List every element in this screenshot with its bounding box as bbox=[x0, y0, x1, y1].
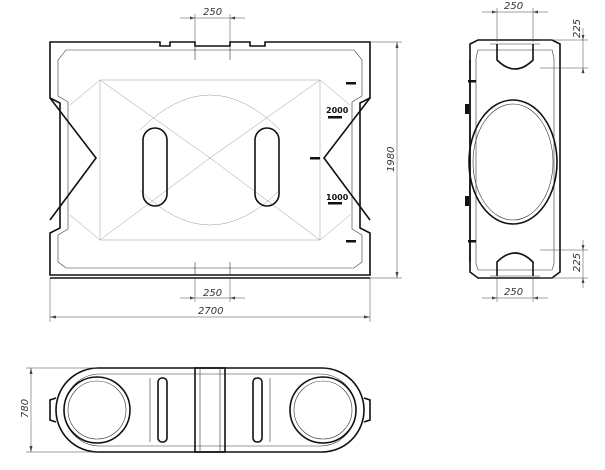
side-mark bbox=[468, 80, 476, 83]
side-top-height-dimension: 225 bbox=[572, 19, 583, 38]
side-view bbox=[465, 39, 561, 279]
left-handle-rib bbox=[157, 377, 168, 443]
side-mark bbox=[465, 104, 469, 114]
level-mark bbox=[328, 116, 342, 119]
left-notch bbox=[49, 97, 98, 221]
front-view-outline bbox=[49, 41, 371, 276]
plan-view-inner-outline bbox=[63, 373, 357, 447]
rib-lines bbox=[69, 79, 351, 241]
side-view-dimensions: 250 225 225 250 bbox=[482, 1, 588, 302]
top-neck-dimension: 250 bbox=[203, 7, 222, 18]
front-view: 2000 1000 bbox=[49, 41, 371, 279]
side-bottom-neck-dimension: 250 bbox=[504, 287, 523, 298]
plan-depth-dimension: 780 bbox=[20, 399, 31, 418]
level-mark bbox=[346, 82, 356, 85]
right-handle-rib bbox=[252, 377, 263, 443]
plan-view-outline bbox=[55, 367, 365, 453]
right-neck-circle bbox=[289, 376, 357, 444]
right-neck-circle-inner bbox=[293, 380, 353, 440]
left-neck-circle-inner bbox=[67, 380, 127, 440]
side-oval-panel-inner bbox=[472, 103, 554, 221]
level-label-upper: 2000 bbox=[326, 106, 349, 115]
side-view-outline bbox=[469, 39, 561, 279]
side-top-neck bbox=[496, 44, 534, 70]
front-view-inner-outline bbox=[57, 49, 363, 269]
side-mark bbox=[468, 240, 476, 243]
right-handle-slot bbox=[254, 127, 280, 207]
side-oval-panel bbox=[468, 99, 558, 225]
side-view-inner-outline bbox=[475, 49, 555, 271]
level-mark bbox=[346, 240, 356, 243]
side-bottom-height-dimension: 225 bbox=[572, 253, 583, 272]
right-notch bbox=[322, 97, 371, 221]
side-bottom-neck bbox=[496, 252, 534, 276]
level-label-lower: 1000 bbox=[326, 193, 349, 202]
front-view-dimensions: 250 250 2700 1980 bbox=[49, 7, 402, 322]
side-mark bbox=[465, 196, 469, 206]
plan-view bbox=[49, 367, 371, 453]
overall-width-dimension: 2700 bbox=[198, 306, 223, 317]
left-handle-slot bbox=[142, 127, 168, 207]
left-neck-circle bbox=[63, 376, 131, 444]
level-mark bbox=[328, 202, 342, 205]
level-mark bbox=[310, 157, 320, 160]
center-band bbox=[194, 367, 226, 453]
plan-view-dimensions: 780 bbox=[20, 367, 98, 453]
bottom-neck-dimension: 250 bbox=[203, 288, 222, 299]
side-top-neck-dimension: 250 bbox=[504, 1, 523, 12]
overall-height-dimension: 1980 bbox=[386, 147, 397, 172]
